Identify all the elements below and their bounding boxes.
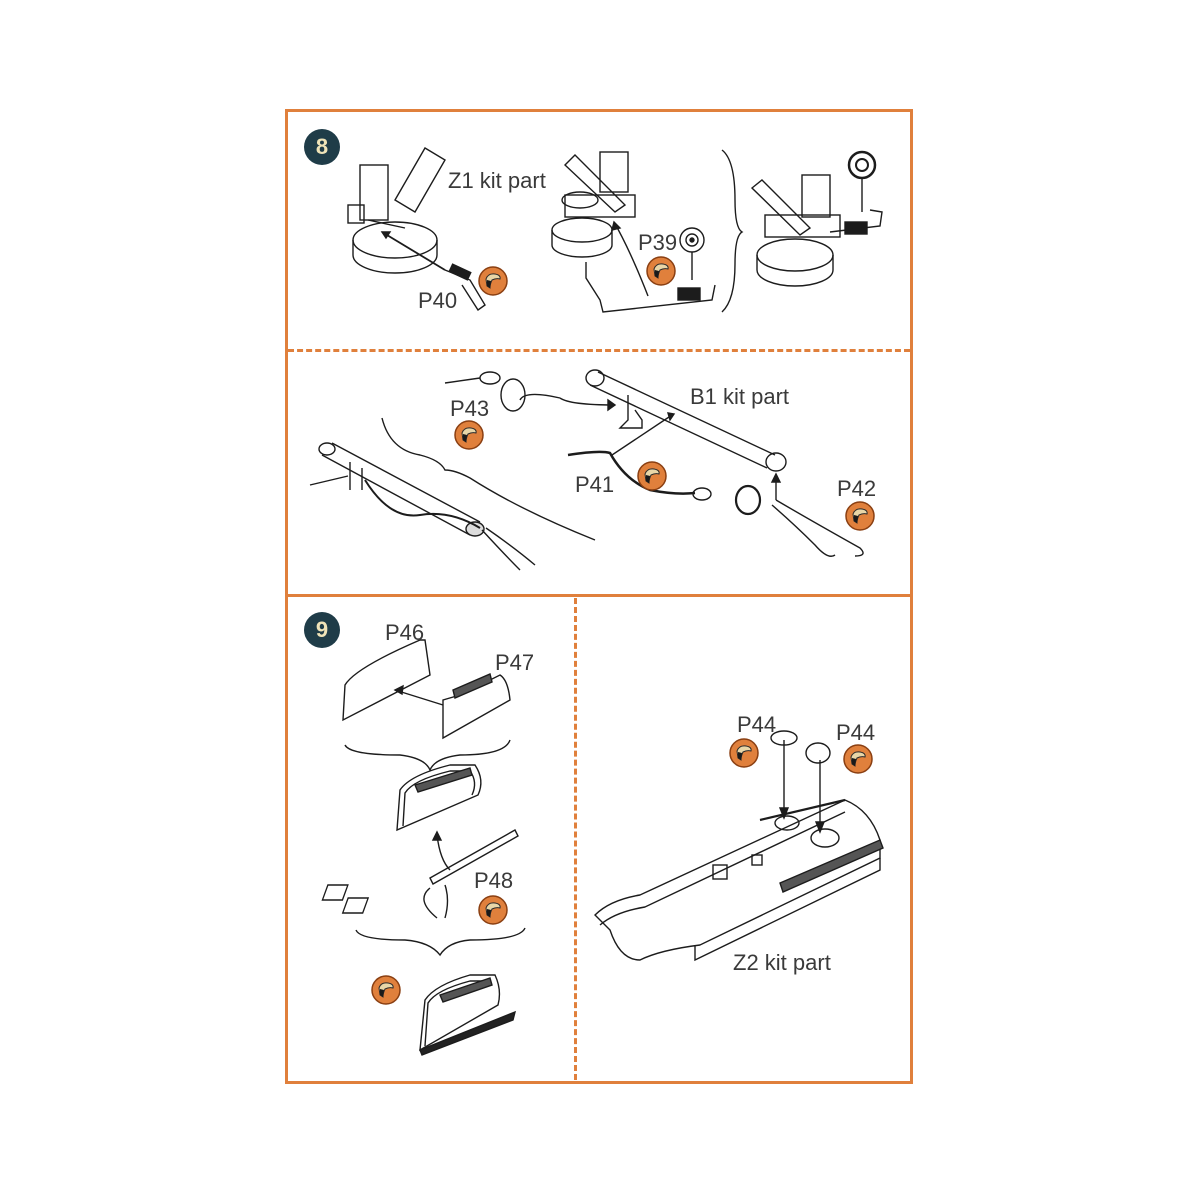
- label-p48: P48: [474, 868, 514, 893]
- photo-etch-part-icon-p48: [478, 895, 508, 925]
- photo-etch-part-icon-result: [371, 975, 401, 1005]
- label-z1-kit-part: Z1 kit part: [448, 168, 546, 193]
- label-p44-left: P44: [737, 712, 777, 737]
- brace-step9-bottom: [355, 927, 526, 957]
- divider-solid-step-boundary: [288, 594, 910, 597]
- divider-dashed-step8: [288, 349, 910, 352]
- label-p44-right: P44: [836, 720, 876, 745]
- label-z2-kit-part: Z2 kit part: [733, 950, 831, 975]
- barrel-kit-part-b1: [444, 369, 864, 557]
- photo-etch-part-icon-p44-left: [729, 738, 759, 768]
- step-number-badge-9: 9: [304, 612, 340, 648]
- brace-step8b: [381, 417, 596, 541]
- photo-etch-part-icon-p44-right: [843, 744, 873, 774]
- instruction-frame: [285, 109, 913, 1084]
- label-p46: P46: [385, 620, 425, 645]
- photo-etch-part-icon-p40: [478, 266, 508, 296]
- turret-assembly-result: [750, 150, 883, 287]
- brace-step9-top: [344, 739, 511, 772]
- step-number-badge-8: 8: [304, 129, 340, 165]
- barrel-assembly-result: [309, 442, 536, 571]
- divider-dashed-step9: [574, 598, 577, 1080]
- photo-etch-part-icon-p41: [637, 461, 667, 491]
- photo-etch-part-icon-p43: [454, 420, 484, 450]
- photo-etch-part-icon-p39: [646, 256, 676, 286]
- turret-assembly-middle: [551, 151, 716, 313]
- hull-plate-kit-part-z2: [321, 730, 884, 962]
- label-p39: P39: [638, 230, 678, 255]
- turret-assembly-left: [347, 147, 486, 311]
- hatch-assembly: [342, 639, 526, 1056]
- label-b1-kit-part: B1 kit part: [690, 384, 790, 409]
- brace-step8a: [721, 149, 744, 313]
- photo-etch-part-icon-p42: [845, 501, 875, 531]
- label-p43: P43: [450, 396, 490, 421]
- label-p41: P41: [575, 472, 615, 497]
- label-p47: P47: [495, 650, 535, 675]
- label-p40: P40: [418, 288, 458, 313]
- label-p42: P42: [837, 476, 877, 501]
